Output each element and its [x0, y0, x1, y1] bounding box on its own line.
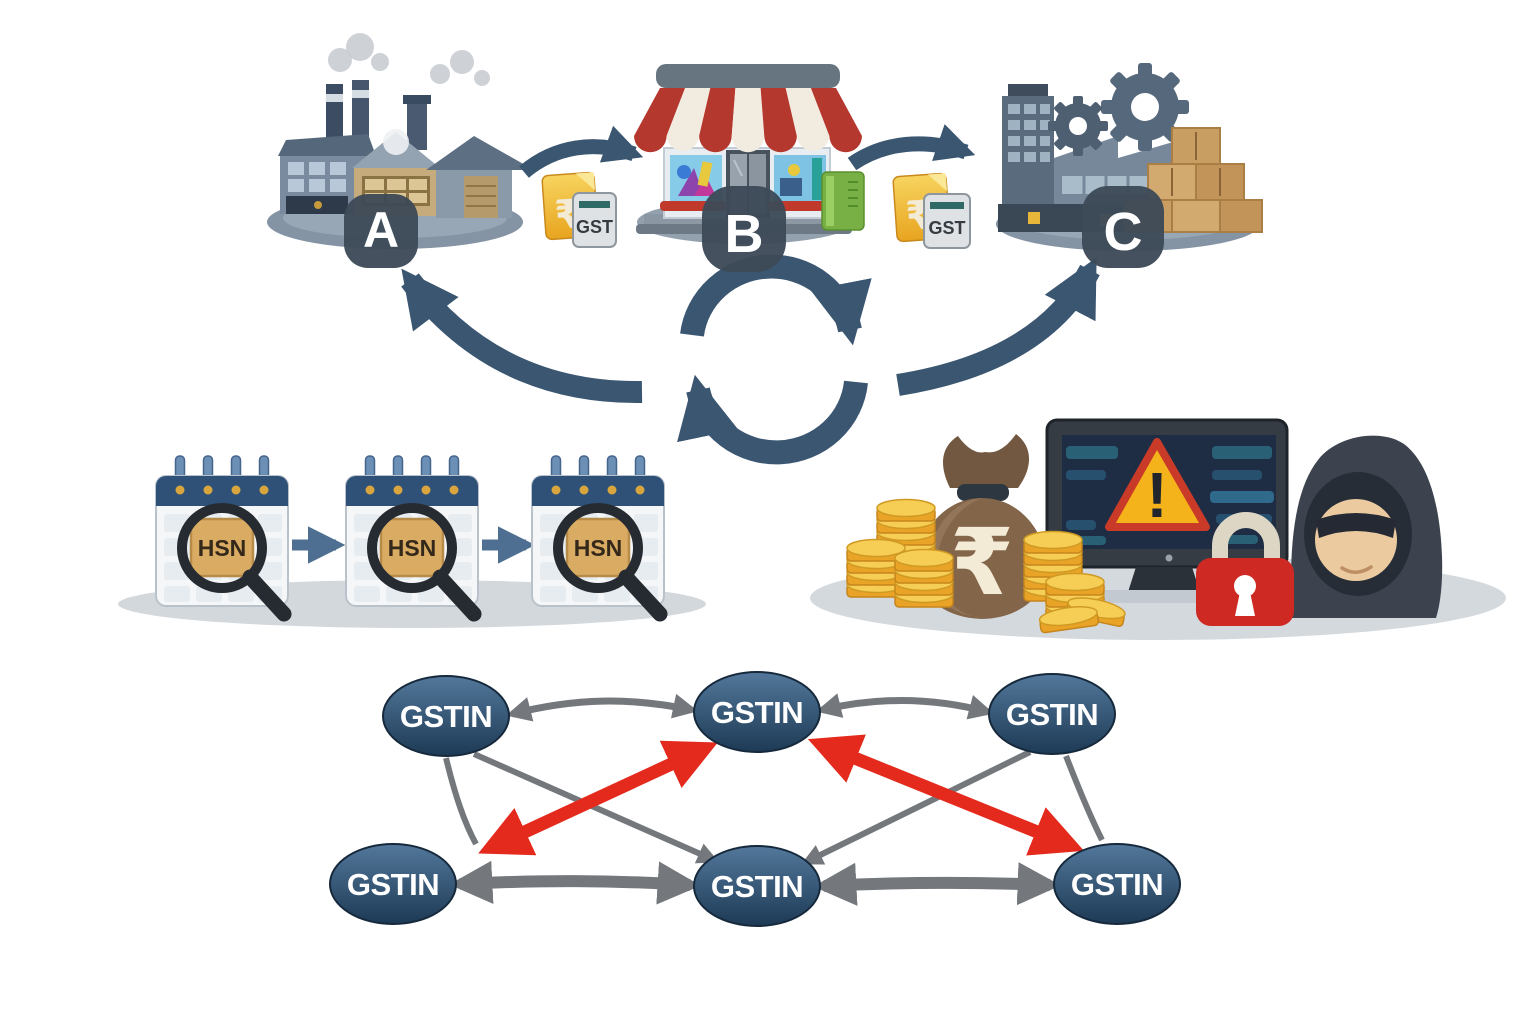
entity-a-label: A: [363, 202, 399, 258]
entity-c-plant: C: [996, 63, 1263, 268]
factory-icon: [278, 33, 534, 218]
monitor-base: [1098, 590, 1226, 603]
edge-tc-br-red: [807, 734, 1085, 856]
sunglasses-icon: [1316, 513, 1396, 538]
fraud-scene: ! ₹: [810, 418, 1506, 640]
svg-text:GSTIN: GSTIN: [1006, 697, 1098, 732]
bag-tie: [957, 484, 1009, 501]
edge-tc-tr: [815, 693, 995, 720]
gst-invoice-ab: ₹ GST: [541, 171, 617, 248]
monitor-stand: [1128, 567, 1200, 592]
supply-chain-row: A ₹ GST: [267, 33, 1263, 465]
gstin-node-bottom-center: GSTIN: [693, 845, 821, 927]
gstin-network: GSTIN GSTIN GSTIN GSTIN GSTIN GSTIN: [329, 671, 1181, 927]
shop-window-right: [774, 155, 826, 203]
coin-stack: [894, 548, 954, 608]
edge-bl-tc-red: [478, 740, 718, 856]
cycle-arc-bottom: [677, 374, 868, 465]
gstin-node-bottom-right: GSTIN: [1053, 843, 1181, 925]
card-reader-icon: [821, 171, 865, 231]
monitor-logo-dot: [1165, 554, 1173, 562]
svg-text:GSTIN: GSTIN: [1071, 867, 1163, 902]
hsn-calendar-row: HSN HSN HSN: [118, 456, 706, 628]
warning-triangle-icon: !: [1105, 438, 1210, 531]
network-nodes: GSTIN GSTIN GSTIN GSTIN GSTIN GSTIN: [329, 671, 1181, 927]
network-edges-red: [478, 734, 1085, 856]
edge-bl-bc: [449, 860, 701, 905]
invoice-bc-label: GST: [928, 218, 965, 238]
gstin-node-top-center: GSTIN: [693, 671, 821, 753]
edge-tr-bc: [801, 749, 1032, 865]
svg-text:GSTIN: GSTIN: [347, 867, 439, 902]
edge-tl-bl: [443, 757, 479, 846]
warning-exclamation: !: [1146, 459, 1167, 531]
edge-tr-br: [1063, 754, 1105, 842]
svg-text:GSTIN: GSTIN: [711, 695, 803, 730]
entity-c-badge: C: [1082, 186, 1164, 268]
awning-icon: [634, 88, 862, 153]
lock-shackle: [1212, 512, 1280, 562]
cycle-to-a-arrow: [401, 268, 643, 404]
gstin-node-top-left: GSTIN: [382, 675, 510, 757]
smile: [1340, 565, 1373, 574]
cycle-arc-top: [680, 254, 872, 346]
hacker-face: [1315, 499, 1397, 581]
cycle-to-c-arrow: [896, 257, 1100, 396]
circular-flow-icon: [677, 254, 872, 465]
entity-c-label: C: [1104, 202, 1143, 262]
svg-text:GSTIN: GSTIN: [400, 699, 492, 734]
gstin-node-top-right: GSTIN: [988, 673, 1116, 755]
b-to-c-arrow: [847, 124, 976, 171]
money-bag-currency: ₹: [950, 512, 1014, 614]
a-to-b-arrow: [519, 125, 644, 178]
invoice-ab-label: GST: [576, 217, 613, 237]
keyhole-icon: [1234, 575, 1256, 616]
edge-bc-br: [813, 862, 1061, 906]
gst-invoice-bc: ₹ GST: [892, 172, 971, 249]
entity-b-shop: B: [634, 64, 865, 272]
gstin-node-bottom-left: GSTIN: [329, 843, 457, 925]
edge-tl-tc: [505, 693, 699, 722]
hsn-tag-1: HSN: [198, 535, 247, 561]
shop-cap: [656, 64, 840, 88]
gear-icon-large: [1101, 63, 1189, 151]
entity-a-factory: A: [267, 33, 534, 268]
gst-doc-icon: GST: [923, 193, 971, 249]
entity-a-badge: A: [344, 194, 418, 268]
hacker-icon: [1291, 435, 1443, 618]
svg-text:GSTIN: GSTIN: [711, 869, 803, 904]
entity-b-badge: B: [702, 186, 786, 272]
gear-icon-small: [1048, 96, 1108, 156]
padlock-icon: [1196, 512, 1294, 626]
hsn-tag-2: HSN: [388, 535, 437, 561]
gst-doc-icon: GST: [572, 192, 617, 248]
hsn-tag-3: HSN: [574, 535, 623, 561]
entity-b-label: B: [725, 204, 764, 264]
